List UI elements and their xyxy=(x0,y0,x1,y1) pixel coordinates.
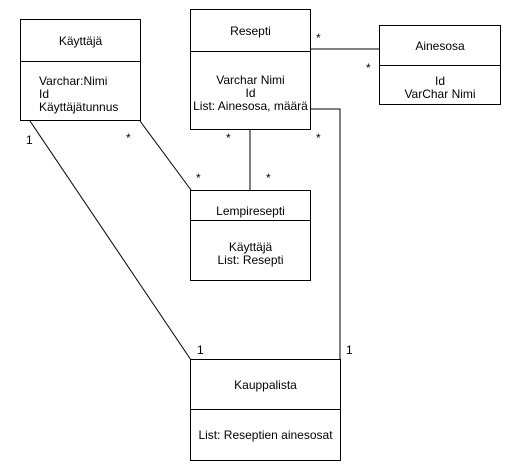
class-lempiresepti-name: Lempiresepti xyxy=(216,203,285,218)
class-resepti-name: Resepti xyxy=(230,23,271,38)
class-lempiresepti-header: Lempiresepti xyxy=(191,191,310,221)
class-lempiresepti-attributes: Käyttäjä List: Resepti xyxy=(191,221,310,283)
class-kauppalista-attributes: List: Reseptien ainesosat xyxy=(191,410,340,460)
multiplicity-label: * xyxy=(316,31,321,45)
attribute-kayttaja: Käyttäjä xyxy=(228,239,273,254)
multiplicity-label: 1 xyxy=(197,343,204,357)
multiplicity-label: * xyxy=(266,171,271,185)
class-resepti-attributes: Varchar Nimi Id List: Ainesosa, määrä xyxy=(191,52,310,132)
class-kayttaja[interactable]: Käyttäjä Varchar:Nimi Id Käyttäjätunnus xyxy=(20,19,141,121)
class-kauppalista-name: Kauppalista xyxy=(234,377,297,392)
class-ainesosa-attributes: Id VarChar Nimi xyxy=(380,66,500,107)
class-kauppalista-header: Kauppalista xyxy=(191,360,340,410)
attribute-kayttajatunnus: Käyttäjätunnus xyxy=(39,99,119,114)
multiplicity-label: * xyxy=(316,131,321,145)
multiplicity-label: 1 xyxy=(346,343,353,357)
class-ainesosa[interactable]: Ainesosa Id VarChar Nimi xyxy=(379,25,501,105)
attribute-id: Id xyxy=(39,86,50,101)
multiplicity-label: 1 xyxy=(26,133,33,147)
class-ainesosa-name: Ainesosa xyxy=(415,38,465,53)
multiplicity-label: * xyxy=(196,171,201,185)
attribute-id: Id xyxy=(434,74,445,88)
class-resepti[interactable]: Resepti Varchar Nimi Id List: Ainesosa, … xyxy=(190,9,311,130)
association-kayttaja-lempiresepti xyxy=(139,120,192,191)
class-kayttaja-header: Käyttäjä xyxy=(21,20,140,62)
attribute-ainesosat-list: List: Reseptien ainesosat xyxy=(198,427,333,442)
multiplicity-label: * xyxy=(366,61,371,75)
class-ainesosa-header: Ainesosa xyxy=(380,26,500,66)
attribute-nimi: VarChar Nimi xyxy=(404,87,476,101)
class-kauppalista[interactable]: Kauppalista List: Reseptien ainesosat xyxy=(190,359,341,461)
class-kayttaja-name: Käyttäjä xyxy=(58,33,103,48)
attribute-nimi: Varchar Nimi xyxy=(216,73,285,87)
class-kayttaja-attributes: Varchar:Nimi Id Käyttäjätunnus xyxy=(21,62,140,123)
class-lempiresepti[interactable]: Lempiresepti Käyttäjä List: Resepti xyxy=(190,190,311,281)
attribute-id: Id xyxy=(245,86,256,100)
attribute-resepti-list: List: Resepti xyxy=(217,252,284,267)
attribute-ainesosa-list: List: Ainesosa, määrä xyxy=(193,99,308,113)
multiplicity-label: * xyxy=(226,131,231,145)
class-resepti-header: Resepti xyxy=(191,10,310,52)
multiplicity-label: * xyxy=(126,131,131,145)
attribute-nimi: Varchar:Nimi xyxy=(39,73,108,88)
association-resepti-kauppalista xyxy=(310,108,341,360)
association-kayttaja-kauppalista xyxy=(29,120,192,361)
